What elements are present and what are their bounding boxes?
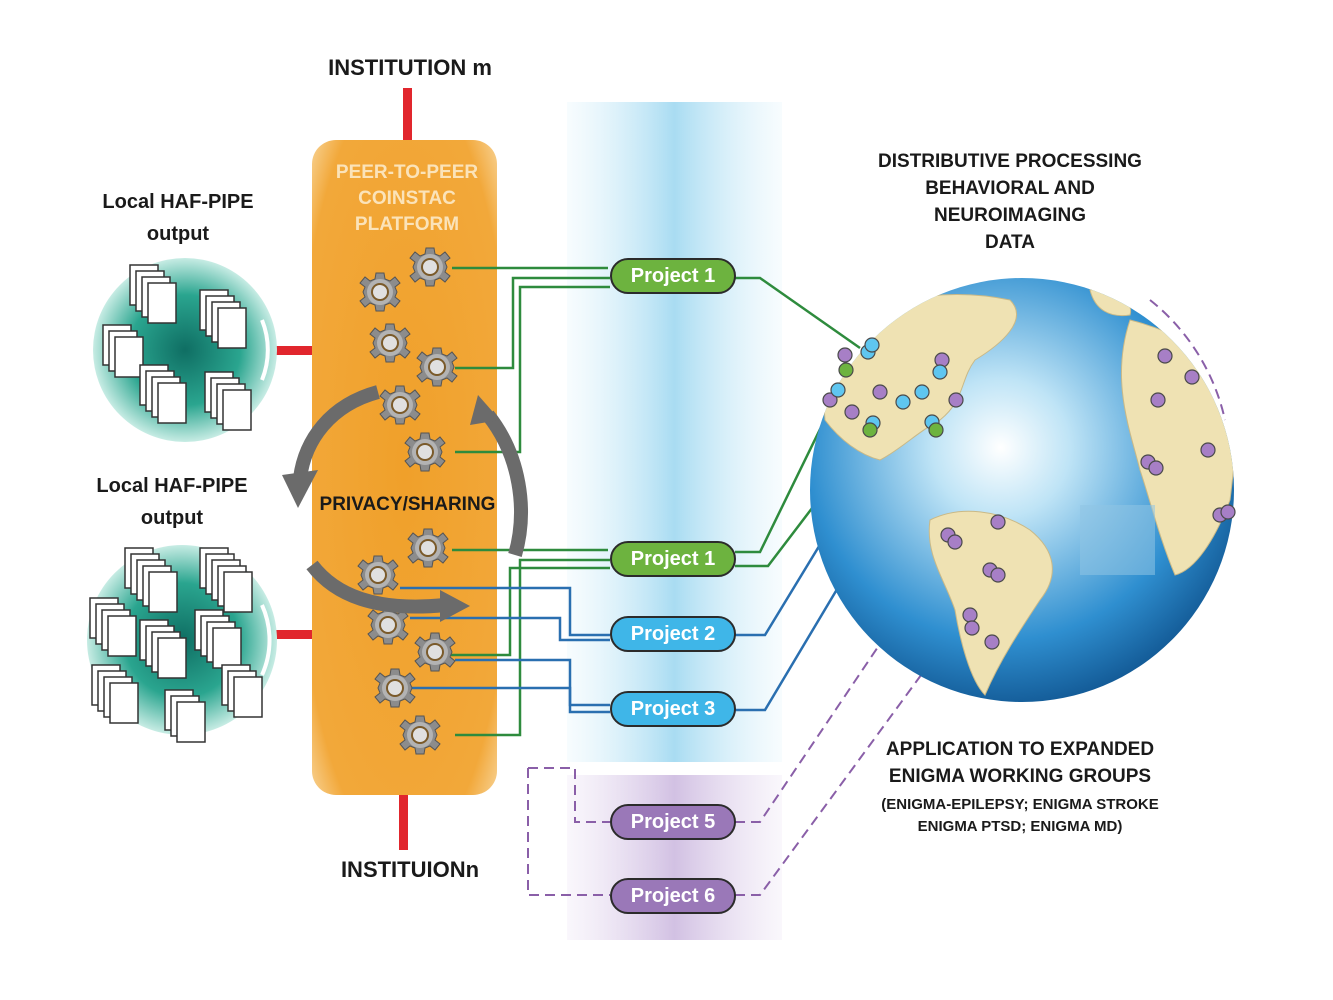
platform-line-1: PEER-TO-PEER [335,162,479,183]
connector-bottom [399,790,408,850]
project-2-pill[interactable]: Project 2 [610,616,736,652]
distributive-line-1: DISTRIBUTIVE PROCESSING [878,151,1142,172]
blue-band [567,102,782,762]
application-line-1: APPLICATION TO EXPANDED [885,739,1155,760]
local-output-bottom-line-1: Local HAF-PIPE [96,475,248,497]
application-line-3: (ENIGMA-EPILEPSY; ENIGMA STROKE [881,796,1159,813]
connector-disk-bottom [268,630,328,639]
arrow-heads [282,395,500,622]
connector-disk-top [268,346,328,355]
circular-arrow-icon [293,385,528,614]
platform-title: PEER-TO-PEER COINSTAC PLATFORM [312,160,502,238]
privacy-sharing-label: PRIVACY/SHARING [319,494,496,515]
application-line-2: ENIGMA WORKING GROUPS [888,766,1152,787]
project-2-3-lines [400,404,937,714]
institution-n-label: INSTITUIONn [340,857,480,882]
application-label: APPLICATION TO EXPANDED ENIGMA WORKING G… [835,736,1205,790]
distributive-processing-label: DISTRIBUTIVE PROCESSING BEHAVIORAL AND N… [835,148,1185,256]
connector-top [403,88,412,148]
local-output-disk-top [93,258,277,442]
local-output-label-top: Local HAF-PIPE output [78,186,278,250]
project-3-pill[interactable]: Project 3 [610,691,736,727]
local-output-top-line-2: output [146,223,210,245]
project-1-top-pill[interactable]: Project 1 [610,258,736,294]
local-output-label-bottom: Local HAF-PIPE output [72,470,272,534]
project-5-pill[interactable]: Project 5 [610,804,736,840]
purple-band [567,775,782,940]
local-output-top-line-1: Local HAF-PIPE [102,191,254,213]
platform-line-3: PLATFORM [354,214,460,235]
distributive-line-3: NEUROIMAGING [934,205,1086,226]
distributive-line-4: DATA [985,232,1035,253]
local-output-disk-bottom [87,545,277,743]
project-1-bottom-pill[interactable]: Project 1 [610,541,736,577]
institution-m-label: INSTITUTION m [328,55,492,80]
application-line-4: ENIGMA PTSD; ENIGMA MD) [917,818,1123,835]
local-output-bottom-line-2: output [140,507,204,529]
globe-markers [822,337,1236,650]
distributive-line-2: BEHAVIORAL AND [925,178,1095,199]
platform-line-2: COINSTAC [358,188,456,209]
project-6-pill[interactable]: Project 6 [610,878,736,914]
application-groups-label: (ENIGMA-EPILEPSY; ENIGMA STROKE ENIGMA P… [835,794,1205,838]
platform-bar [312,140,497,795]
